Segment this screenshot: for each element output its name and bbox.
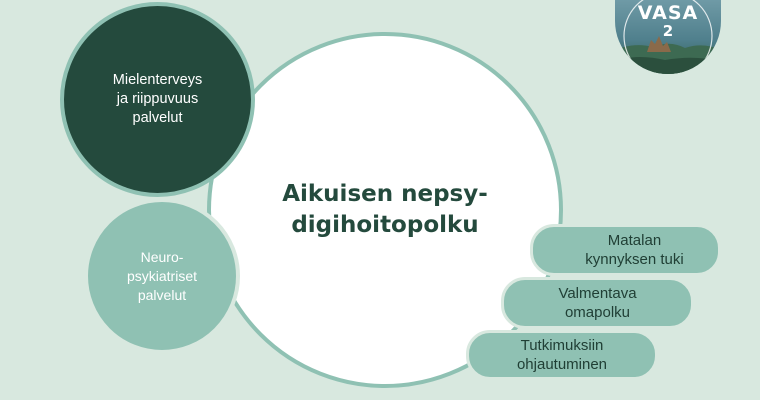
mental-health-label: Mielenterveys ja riippuvuus palvelut (112, 72, 203, 126)
pill-coaching-path: Valmentava omapolku (501, 277, 694, 329)
logo-number-text: 2 (662, 22, 674, 40)
neuro-label: Neuro- psykiatriset palvelut (126, 248, 198, 303)
main-circle: Aikuisen nepsy- digihoitopolku (207, 32, 563, 388)
neuro-circle: Neuro- psykiatriset palvelut (84, 198, 240, 354)
main-title: Aikuisen nepsy- digihoitopolku (282, 181, 488, 238)
mental-health-circle: Mielenterveys ja riippuvuus palvelut (60, 2, 255, 197)
logo-vasa-text: VASA (637, 2, 699, 24)
vasa-logo: VASA 2 (615, 0, 721, 74)
pill-low-threshold-support: Matalan kynnyksen tuki (530, 224, 721, 276)
pill-research-referral: Tutkimuksiin ohjautuminen (466, 330, 658, 380)
